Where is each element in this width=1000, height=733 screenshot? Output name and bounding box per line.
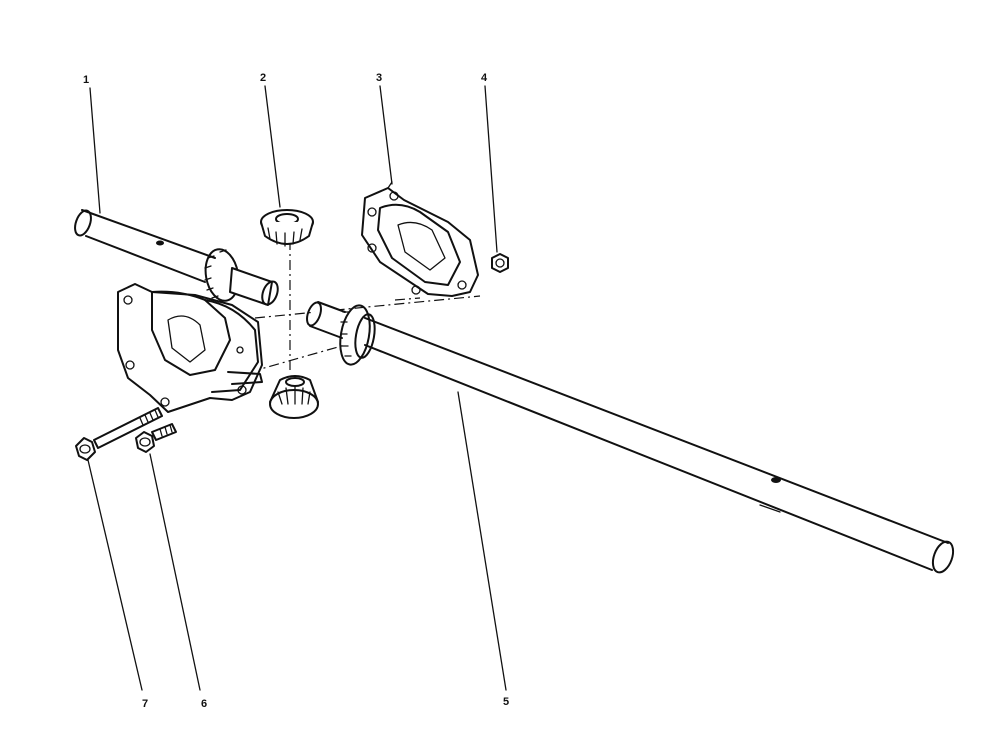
leader-7 — [87, 459, 143, 691]
leader-3 — [379, 85, 393, 185]
axle-shaft-short-icon — [74, 208, 279, 306]
bevel-pinion-gear-lower-icon — [269, 375, 319, 419]
axle-shaft-long-icon — [306, 301, 955, 574]
leader-6 — [149, 453, 201, 691]
bevel-pinion-gear-icon — [260, 209, 314, 247]
leader-5 — [457, 391, 507, 691]
callout-5: 5 — [503, 696, 509, 708]
leader-1 — [89, 87, 101, 214]
callout-6: 6 — [201, 698, 207, 710]
callout-4: 4 — [481, 72, 488, 84]
leader-2 — [264, 85, 281, 208]
gear-housing-left-icon — [117, 283, 263, 413]
center-lines — [249, 240, 481, 373]
flange-bolt-long-icon — [75, 407, 163, 461]
callout-1: 1 — [83, 74, 89, 86]
callout-labels: 1 2 3 4 5 6 7 — [83, 72, 509, 710]
leader-4 — [484, 85, 498, 253]
leader-lines — [87, 85, 507, 691]
callout-2: 2 — [260, 72, 266, 84]
gear-housing-half-icon — [361, 181, 479, 297]
callout-7: 7 — [142, 698, 148, 710]
hex-nut-icon — [491, 253, 509, 273]
callout-3: 3 — [376, 72, 382, 84]
flange-bolt-short-icon — [135, 423, 177, 453]
